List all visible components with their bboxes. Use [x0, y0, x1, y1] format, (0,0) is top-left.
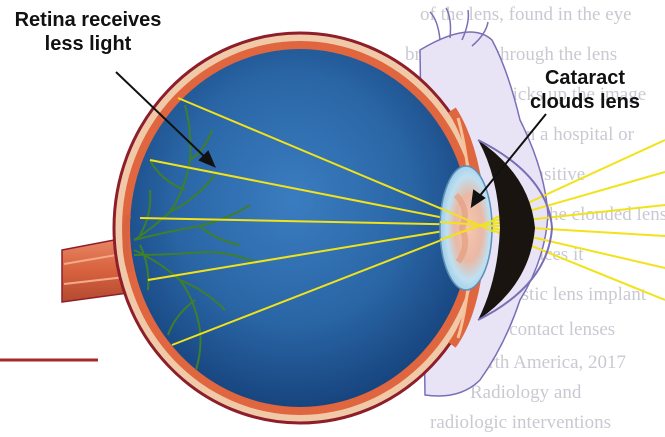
bg-text-line: of the lens, found in the eye	[420, 4, 632, 25]
eyeball	[114, 33, 486, 423]
retina-label-line-2: less light	[45, 33, 132, 55]
cataract-label-line-2: clouds lens	[530, 91, 640, 113]
retina-label-line-1: Retina receives	[15, 9, 162, 31]
bg-text-line: Radiology and	[470, 382, 582, 403]
bg-text-line: radiologic interventions	[430, 412, 611, 433]
cataract-label-line-1: Cataract	[545, 67, 625, 89]
